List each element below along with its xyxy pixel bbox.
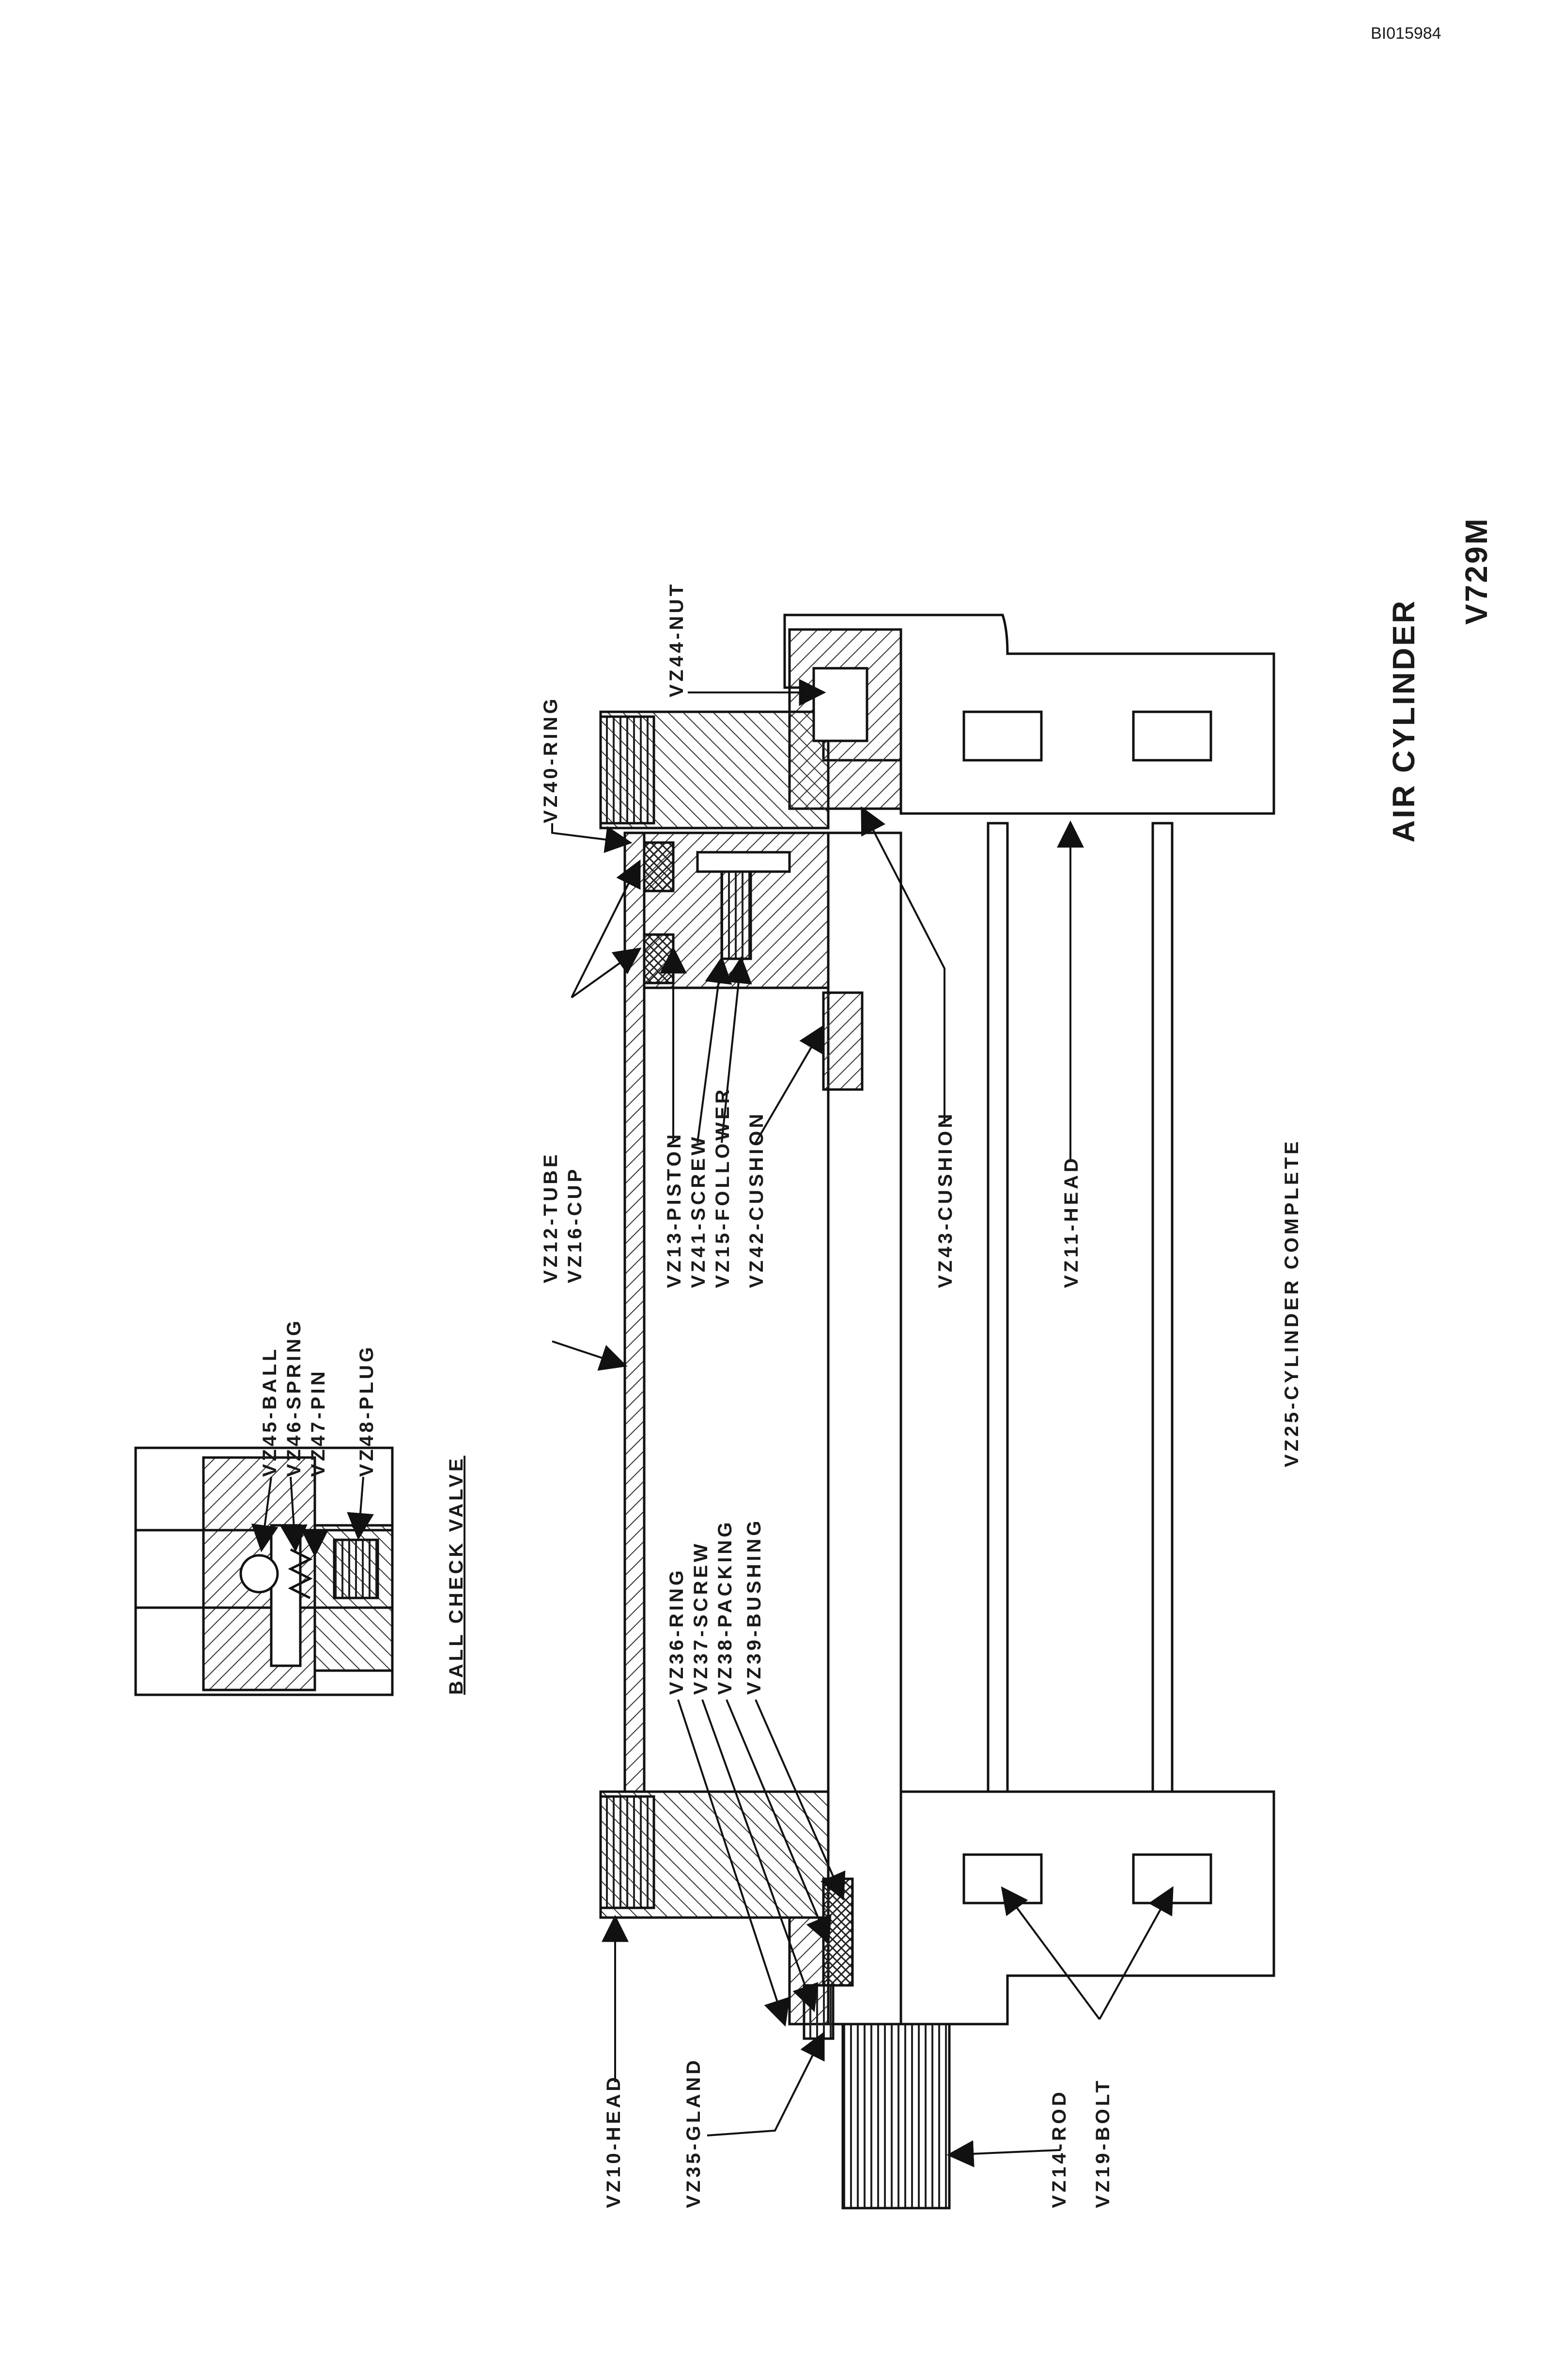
label-vz46-spring: VZ46-SPRING — [283, 1318, 305, 1477]
inset-plug — [333, 1538, 379, 1599]
label-vz36-ring: VZ36-RING — [666, 1567, 687, 1695]
inset-spring — [288, 1548, 313, 1599]
cylinder-assembly — [599, 614, 1275, 2210]
rod-threaded-end — [841, 2023, 951, 2210]
label-vz47-pin: VZ47-PIN — [308, 1368, 329, 1477]
label-vz44-nut: VZ44-NUT — [666, 582, 687, 697]
ball-check-valve-inset — [134, 1446, 394, 1696]
label-vz39-bushing: VZ39-BUSHING — [743, 1518, 765, 1695]
head-vz10-port-thread — [599, 1795, 655, 1909]
inset-ball — [239, 1554, 279, 1594]
label-vz48-plug: VZ48-PLUG — [356, 1344, 377, 1477]
head-vz10-nut-2 — [1132, 1853, 1212, 1904]
piston-screw-thread — [720, 870, 752, 960]
tube-wall — [623, 831, 646, 1793]
drawing-code: V729M — [1459, 517, 1494, 625]
head-vz11-port-thread — [599, 715, 655, 825]
main-leaders — [551, 679, 1174, 2167]
label-vz35-gland: VZ35-GLAND — [683, 2058, 704, 2208]
label-vz12-tube: VZ12-TUBE — [540, 1152, 561, 1283]
inset-leaders — [251, 1476, 374, 1557]
head-vz11-nut-1 — [962, 710, 1043, 762]
label-vz14-rod: VZ14-ROD — [1049, 2089, 1070, 2208]
head-vz11-nut-2 — [1132, 710, 1212, 762]
label-vz40-ring: VZ40-RING — [540, 696, 561, 823]
label-vz10-head: VZ10-HEAD — [603, 2074, 624, 2208]
label-vz16-cup: VZ16-CUP — [564, 1167, 586, 1283]
label-vz43-cushion: VZ43-CUSHION — [935, 1111, 956, 1288]
label-vz15-follower: VZ15-FOLLOWER — [712, 1087, 733, 1288]
inset-title: BALL CHECK VALVE — [446, 1456, 467, 1695]
label-vz11-head: VZ11-HEAD — [1061, 1155, 1082, 1288]
packing-vz38 — [822, 1877, 854, 1987]
label-vz38-packing: VZ38-PACKING — [714, 1520, 736, 1695]
label-vz37-screw: VZ37-SCREW — [690, 1541, 712, 1695]
piston-screw-head — [696, 851, 791, 873]
tie-rod-2 — [1151, 822, 1174, 1812]
head-vz10-nut-1 — [962, 1853, 1043, 1904]
assembly-label: VZ25-CYLINDER COMPLETE — [1281, 1138, 1302, 1467]
cushion-vz42 — [822, 991, 864, 1091]
cup-lower — [643, 933, 675, 984]
label-vz42-cushion: VZ42-CUSHION — [746, 1111, 767, 1288]
cup-upper — [643, 841, 675, 892]
label-vz13-piston: VZ13-PISTON — [664, 1132, 685, 1288]
document-id: BI015984 — [1371, 24, 1441, 43]
head-vz10-outline — [899, 1790, 1275, 2026]
label-vz45-ball: VZ45-BALL — [259, 1346, 280, 1477]
drawing-title: AIR CYLINDER — [1386, 599, 1421, 843]
label-vz19-bolt: VZ19-BOLT — [1092, 2078, 1114, 2208]
label-vz41-screw: VZ41-SCREW — [688, 1134, 709, 1288]
tie-rod-1 — [987, 822, 1009, 1812]
rod-nut-vz44 — [812, 667, 868, 742]
